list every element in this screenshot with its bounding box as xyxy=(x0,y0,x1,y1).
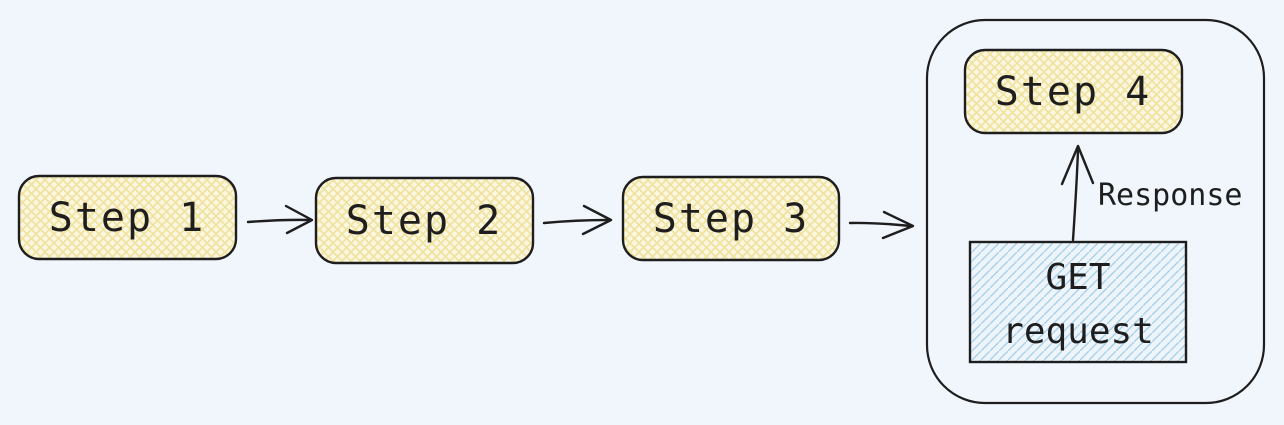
step-2-label: Step 2 xyxy=(346,198,503,244)
arrow-response xyxy=(1060,144,1095,242)
step-4-node: Step 4 xyxy=(963,48,1184,135)
step-3-box xyxy=(621,175,841,262)
step-4-box xyxy=(963,48,1184,135)
arrow-step1-step2 xyxy=(246,204,314,235)
arrow-shaft xyxy=(848,221,913,228)
arrow-head xyxy=(581,204,613,236)
arrow-shaft xyxy=(542,218,611,225)
step-2-box xyxy=(314,176,535,265)
arrow-shaft xyxy=(1071,148,1080,242)
step-3-label: Step 3 xyxy=(653,196,810,242)
get-request-label-line2: request xyxy=(1002,311,1154,352)
arrow-head xyxy=(881,210,915,240)
step-3-node: Step 3 xyxy=(621,175,841,262)
arrow-step3-container xyxy=(848,210,915,240)
step-1-node: Step 1 xyxy=(17,174,238,261)
step-1-label: Step 1 xyxy=(49,195,206,241)
step-2-node: Step 2 xyxy=(314,176,535,265)
get-request-label-line1: GET xyxy=(1045,257,1110,298)
get-request-node: GET request xyxy=(968,240,1188,364)
arrow-shaft xyxy=(246,218,312,224)
response-edge-label: Response xyxy=(1098,178,1243,213)
arrow-step2-step3 xyxy=(542,204,613,236)
get-request-box xyxy=(968,240,1188,364)
step4-group-container xyxy=(925,18,1266,405)
step-4-label: Step 4 xyxy=(995,69,1152,115)
step-1-box xyxy=(17,174,238,261)
arrow-head xyxy=(284,204,314,235)
arrow-head xyxy=(1060,144,1095,186)
